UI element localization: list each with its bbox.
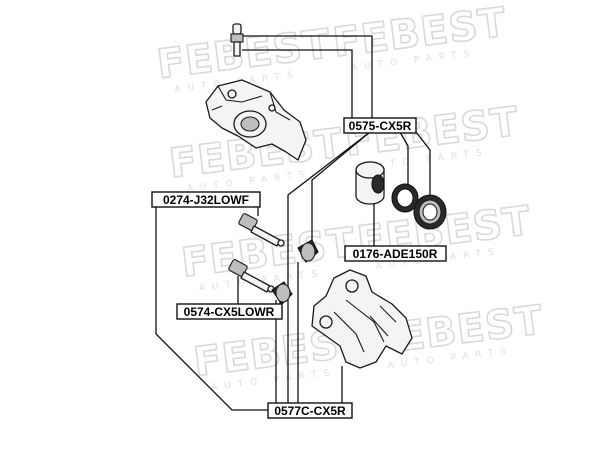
upper-guide-pin [238,213,285,247]
piston-seal [391,183,419,213]
caliper-bracket [311,269,413,369]
label-0577c-cx5r: 0577C-CX5R [267,402,353,419]
label-0574-text: 0574-CX5LOWR [184,305,275,319]
lower-pin-boot [271,281,293,305]
caliper-body [205,79,307,161]
leader-0575-f [415,131,431,200]
piston [355,161,385,205]
piston-boot [413,194,447,230]
leader-0575-e [399,131,409,186]
leader-0575-d [311,131,371,240]
label-0176-ade150r: 0176-ADE150R [344,245,447,262]
bleeder-screw [230,23,244,57]
label-0575-cx5r: 0575-CX5R [343,117,417,134]
label-0574-cx5lowr: 0574-CX5LOWR [176,303,283,320]
leader-0575-a [242,35,373,118]
leader-0575-b [242,49,353,118]
label-0176-text: 0176-ADE150R [353,247,438,261]
upper-pin-boot [297,239,319,263]
leader-0575-c [287,131,371,404]
lower-guide-pin [228,259,275,293]
leader-0274-b [155,206,270,411]
label-0274-j32lowf: 0274-J32LOWF [151,191,261,208]
label-0577-text: 0577C-CX5R [274,404,346,418]
label-0575-text: 0575-CX5R [349,119,412,133]
label-0274-text: 0274-J32LOWF [163,193,249,207]
leader-lines [155,35,431,411]
